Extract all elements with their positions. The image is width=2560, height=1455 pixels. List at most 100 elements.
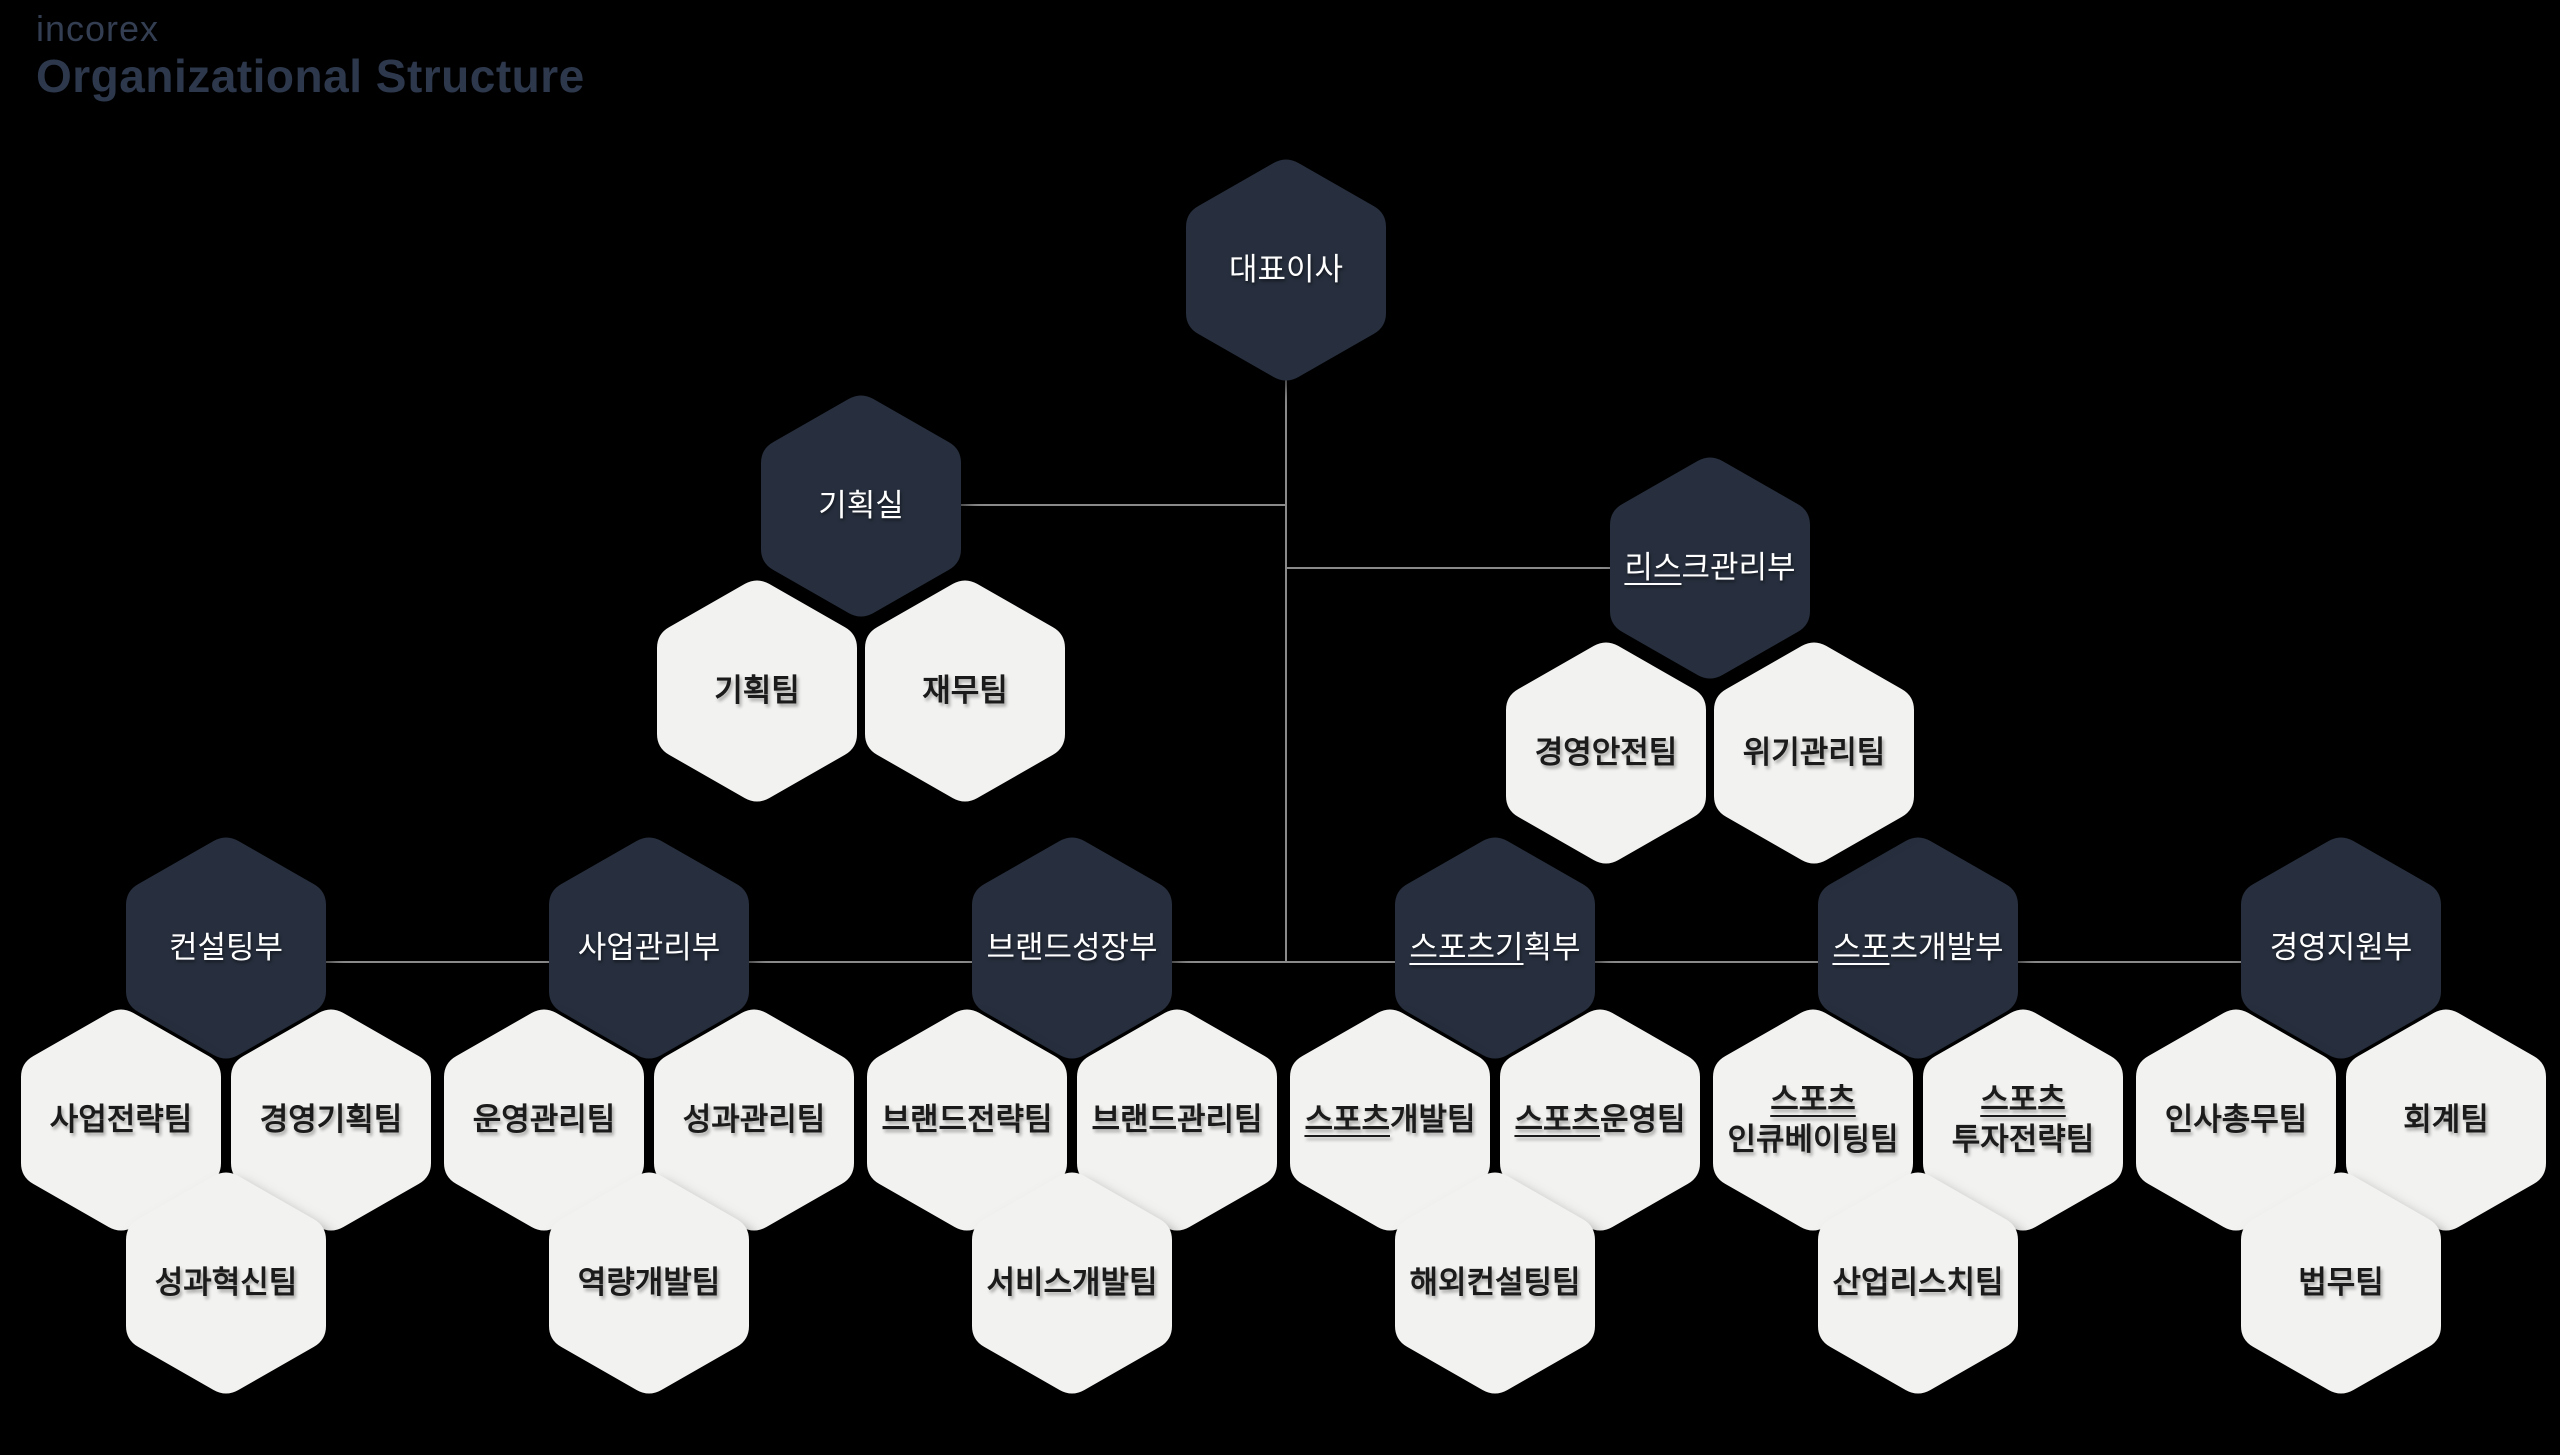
node-label: 스포츠운영팀 (1514, 1102, 1686, 1137)
node-planning-team: 기획팀 (657, 577, 857, 805)
hexagon-shape (1500, 1009, 1700, 1231)
node-label: 서비스개발팀 (986, 1265, 1158, 1300)
node-label: 인사총무팀 (2164, 1102, 2308, 1137)
brand-logo: incorex (36, 8, 160, 49)
node-label: 경영안전팀 (1534, 735, 1678, 770)
hexagon-shape (1395, 837, 1595, 1059)
node-management-support-dept: 경영지원부 (2241, 834, 2441, 1062)
hexagon-shape (1610, 457, 1810, 679)
node-label: 역량개발팀 (577, 1265, 721, 1300)
node-ceo: 대표이사 (1186, 156, 1386, 384)
hexagon-shape (549, 1172, 749, 1394)
node-planning-office-dept: 기획실 (761, 392, 961, 620)
hexagon-shape (2346, 1009, 2546, 1231)
hexagon-shape (1077, 1009, 1277, 1231)
node-sports-development-dept: 스포츠개발부 (1818, 834, 2018, 1062)
node-label: 사업전략팀 (49, 1102, 193, 1137)
hexagon-shape (1818, 837, 2018, 1059)
node-label: 브랜드관리팀 (1091, 1102, 1263, 1137)
node-performance-innovation-team: 성과혁신팀 (126, 1169, 326, 1397)
hexagon-shape (444, 1009, 644, 1231)
node-management-planning-team: 경영기획팀 (231, 1006, 431, 1234)
hexagon-shape (972, 837, 1172, 1059)
hexagon-shape (126, 1172, 326, 1394)
node-operations-management-team: 운영관리팀 (444, 1006, 644, 1234)
hexagon-shape (2241, 837, 2441, 1059)
hexagon-shape (549, 837, 749, 1059)
node-service-development-team: 서비스개발팀 (972, 1169, 1172, 1397)
node-hr-general-affairs-team: 인사총무팀 (2136, 1006, 2336, 1234)
node-label: 해외컨설팅팀 (1409, 1265, 1581, 1300)
node-brand-growth-dept: 브랜드성장부 (972, 834, 1172, 1062)
node-performance-management-team: 성과관리팀 (654, 1006, 854, 1234)
node-label: 경영기획팀 (259, 1102, 403, 1137)
node-business-management-dept: 사업관리부 (549, 834, 749, 1062)
hexagon-shape (2136, 1009, 2336, 1231)
node-label: 스포츠기획부 (1409, 930, 1581, 965)
hexagon-shape (21, 1009, 221, 1231)
connector-bottom-row (230, 961, 2340, 963)
connector-risk-management (1285, 567, 1625, 569)
hexagon-shape (231, 1009, 431, 1231)
node-label: 브랜드성장부 (986, 930, 1158, 965)
node-label: 기획팀 (714, 673, 800, 708)
node-finance-team: 재무팀 (865, 577, 1065, 805)
node-label: 성과혁신팀 (154, 1265, 298, 1300)
node-label: 재무팀 (922, 673, 1008, 708)
node-overseas-consulting-team: 해외컨설팅팀 (1395, 1169, 1595, 1397)
hexagon-shape (1818, 1172, 2018, 1394)
hexagon-shape (972, 1172, 1172, 1394)
node-crisis-management-team: 위기관리팀 (1714, 639, 1914, 867)
hexagon-shape (1714, 642, 1914, 864)
hexagon-shape (1713, 1009, 1913, 1231)
node-business-strategy-team: 사업전략팀 (21, 1006, 221, 1234)
title-block: incorex Organizational Structure (36, 8, 585, 102)
hexagon-shape (654, 1009, 854, 1231)
node-label: 기획실 (818, 488, 904, 523)
hexagon-shape (865, 580, 1065, 802)
hexagon-shape (1186, 159, 1386, 381)
node-accounting-team: 회계팀 (2346, 1006, 2546, 1234)
node-label: 리스크관리부 (1624, 550, 1796, 585)
node-brand-management-team: 브랜드관리팀 (1077, 1006, 1277, 1234)
hexagon-shape (2241, 1172, 2441, 1394)
node-capability-development-team: 역량개발팀 (549, 1169, 749, 1397)
node-brand-strategy-team: 브랜드전략팀 (867, 1006, 1067, 1234)
node-industry-research-team: 산업리스치팀 (1818, 1169, 2018, 1397)
node-label: 운영관리팀 (472, 1102, 616, 1137)
node-consulting-dept: 컨설팅부 (126, 834, 326, 1062)
hexagon-shape (867, 1009, 1067, 1231)
node-label: 스포츠개발부 (1832, 930, 2004, 965)
connector-planning-office (950, 504, 1287, 506)
hexagon-shape (1395, 1172, 1595, 1394)
node-legal-team: 법무팀 (2241, 1169, 2441, 1397)
hexagon-shape (1923, 1009, 2123, 1231)
node-label: 위기관리팀 (1742, 735, 1886, 770)
node-sports-operations-team: 스포츠운영팀 (1500, 1006, 1700, 1234)
node-label: 경영지원부 (2269, 930, 2413, 965)
node-sports-development-team: 스포츠개발팀 (1290, 1006, 1490, 1234)
node-label: 컨설팅부 (168, 930, 284, 965)
node-label: 회계팀 (2403, 1102, 2489, 1137)
hexagon-shape (761, 395, 961, 617)
node-label: 대표이사 (1228, 252, 1344, 287)
node-label: 법무팀 (2298, 1265, 2384, 1300)
node-label: 스포츠개발팀 (1304, 1102, 1476, 1137)
node-management-safety-team: 경영안전팀 (1506, 639, 1706, 867)
node-label: 산업리스치팀 (1832, 1265, 2004, 1300)
hexagon-shape (1290, 1009, 1490, 1231)
hexagon-shape (126, 837, 326, 1059)
node-label: 사업관리부 (577, 930, 721, 965)
node-sports-planning-dept: 스포츠기획부 (1395, 834, 1595, 1062)
hexagon-shape (657, 580, 857, 802)
node-risk-management-dept: 리스크관리부 (1610, 454, 1810, 682)
node-label: 성과관리팀 (682, 1102, 826, 1137)
connector-spine (1285, 380, 1287, 963)
node-label: 브랜드전략팀 (881, 1102, 1053, 1137)
hexagon-shape (1506, 642, 1706, 864)
